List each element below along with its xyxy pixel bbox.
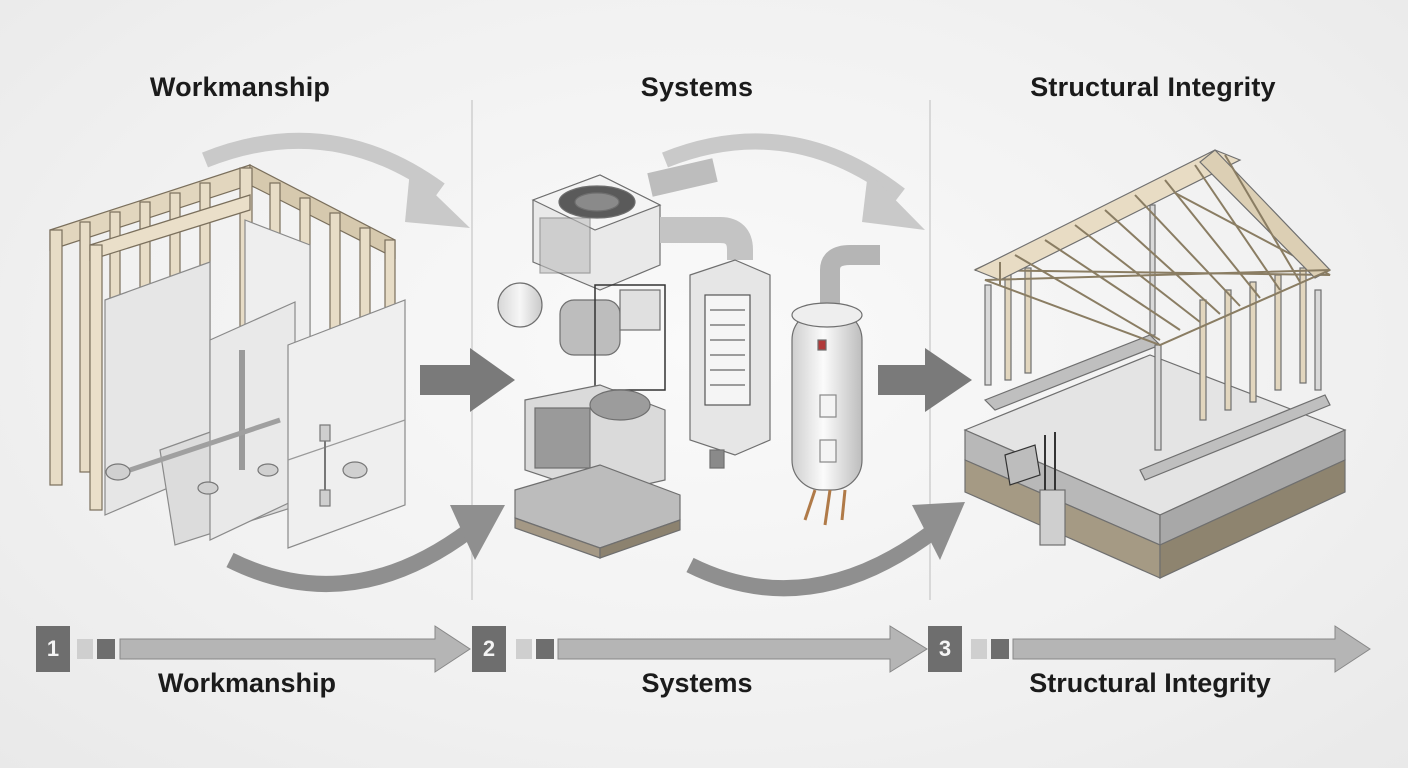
progress-arrow-3 [1012,625,1371,673]
stage-label-2: Systems [641,668,753,698]
stage-label-3: Structural Integrity [1029,668,1271,698]
progress-arrow-2 [557,625,928,673]
curve-arrow-bottom-2 [686,523,940,597]
house-frame-foundation-icon [963,149,1347,579]
hvac-electrical-water-heater-icon [497,158,880,559]
progress-arrow-1 [119,625,471,673]
stage-title-3: Structural Integrity [1030,72,1276,102]
stage-arrow-1 [420,348,515,412]
curve-arrow-top-1-head [405,170,470,228]
stage-arrow-2 [878,348,972,412]
stage-title-2: Systems [640,72,754,102]
curve-arrow-top-2-head [862,172,925,230]
curve-arrow-top-2 [662,133,905,202]
step-badge-3: 3 [928,626,962,672]
curve-arrow-bottom-1 [226,523,475,592]
stage-label-1: Workmanship [157,668,337,698]
curve-arrow-bottom-1-head [450,505,505,560]
stage-title-1: Workmanship [149,72,331,102]
step-badge-2: 2 [472,626,506,672]
progress-track [77,625,1371,673]
step-badge-1: 1 [36,626,70,672]
curve-arrow-bottom-2-head [912,502,965,560]
wall-framing-drywall-icon [49,164,406,549]
